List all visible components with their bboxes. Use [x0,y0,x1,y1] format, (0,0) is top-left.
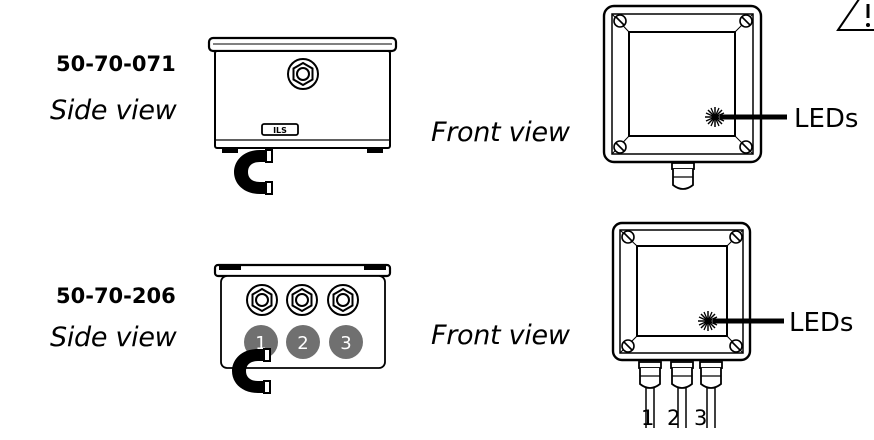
cable-number-3: 3 [694,406,708,430]
side-badge-3: 3 [329,325,363,359]
cable-number-2: 2 [667,406,681,430]
cable-number-1: 1 [641,406,655,430]
product-b-side-view-label: Side view [50,322,177,353]
product-a-side-view-label: Side view [50,95,177,126]
product-a-code: 50-70-071 [56,52,176,76]
product-a-port-label: ILS [273,126,287,135]
warning-icon [836,0,874,31]
product-b-front-view [611,221,784,428]
product-b-leds-label: LEDs [789,308,854,338]
svg-text:3: 3 [340,333,351,354]
svg-text:1: 1 [255,333,266,354]
svg-text:2: 2 [297,333,308,354]
product-a-leds-label: LEDs [794,104,859,134]
product-b-code: 50-70-206 [56,284,176,308]
magnet-icon [233,149,273,195]
product-a-front-view-label: Front view [431,117,570,148]
product-b-side-view: 1 2 3 [213,263,392,369]
product-a-side-view: ILS [207,36,398,153]
product-b-front-view-label: Front view [431,320,570,351]
side-badge-2: 2 [286,325,320,359]
product-a-front-view [602,4,787,190]
